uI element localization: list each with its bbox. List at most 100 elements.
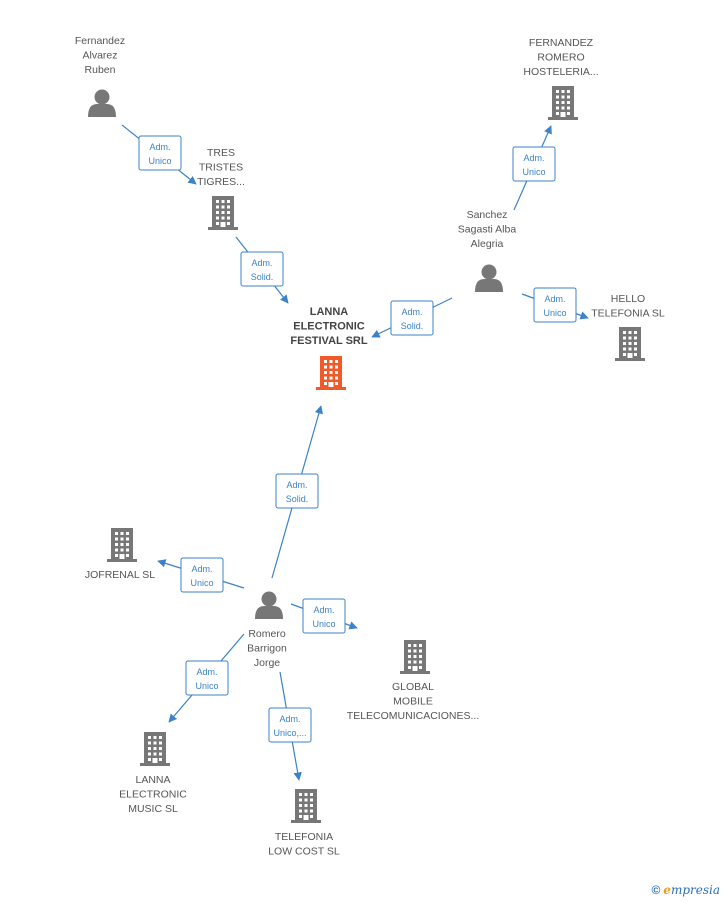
node-label: HELLO TELEFONIA SL	[591, 293, 665, 320]
relation-badge[interactable]: Adm. Unico,...	[268, 707, 312, 743]
relation-label: Adm. Unico	[543, 294, 566, 318]
node-label-line: TRISTES	[199, 162, 243, 174]
node-label-line: Sagasti Alba	[458, 224, 517, 236]
node-lanna-festival[interactable]: LANNA ELECTRONIC FESTIVAL SRL	[290, 306, 368, 390]
node-label-line: FERNANDEZ	[529, 37, 594, 49]
relation-label-line: Unico,...	[273, 728, 306, 738]
relation-label-line: Adm.	[401, 307, 422, 317]
person-icon	[255, 591, 283, 619]
relation-label: Adm. Solid.	[286, 480, 309, 504]
person-icon	[88, 89, 116, 117]
node-label: LANNA ELECTRONIC MUSIC SL	[119, 774, 187, 815]
relation-label-line: Solid.	[286, 494, 309, 504]
relation-label-line: Unico	[190, 578, 213, 588]
relation-label-line: Adm.	[196, 667, 217, 677]
building-icon	[208, 196, 238, 230]
node-label-line: JOFRENAL SL	[85, 569, 155, 581]
node-label-line: Sanchez	[467, 209, 508, 221]
relation-label-line: Adm.	[251, 258, 272, 268]
relation-badge[interactable]: Adm. Solid.	[240, 251, 284, 287]
node-label-line: TELECOMUNICACIONES...	[347, 710, 479, 722]
node-label-line: Alvarez	[82, 50, 117, 62]
node-label-line: ROMERO	[537, 52, 584, 64]
relation-label: Adm. Unico	[148, 142, 171, 166]
node-hello[interactable]: HELLO TELEFONIA SL	[591, 293, 665, 361]
building-icon	[140, 732, 170, 766]
building-icon	[107, 528, 137, 562]
relation-badge[interactable]: Adm. Solid.	[275, 473, 319, 509]
relation-label-line: Unico	[148, 156, 171, 166]
node-label-line: Ruben	[85, 64, 116, 76]
copyright-symbol: ©	[651, 883, 661, 897]
relation-label-line: Adm.	[313, 605, 334, 615]
relation-label-line: Unico	[312, 619, 335, 629]
building-icon	[291, 789, 321, 823]
relation-badge[interactable]: Adm. Unico	[180, 557, 224, 593]
node-label-line: ELECTRONIC	[293, 321, 365, 333]
relation-label-line: Adm.	[149, 142, 170, 152]
node-label-line: LOW COST SL	[268, 846, 340, 858]
node-label: JOFRENAL SL	[85, 569, 155, 581]
node-label-line: MOBILE	[393, 696, 433, 708]
brand-logo: ©empresia	[651, 883, 720, 897]
node-label-line: TIGRES...	[197, 176, 245, 188]
building-icon	[400, 640, 430, 674]
node-label: TELEFONIA LOW COST SL	[268, 831, 340, 858]
node-label-line: Alegria	[471, 238, 504, 250]
node-label-line: Fernandez	[75, 35, 125, 47]
relation-label: Adm. Unico	[312, 605, 335, 629]
relation-label: Adm. Unico,...	[273, 714, 306, 738]
node-label-line: FESTIVAL SRL	[290, 335, 367, 347]
relation-label-line: Unico	[522, 167, 545, 177]
relations-layer: Adm.UnicoAdm.Solid.Adm.UnicoAdm.Solid.Ad…	[138, 135, 577, 743]
relation-label-line: Unico	[543, 308, 566, 318]
relation-label: Adm. Unico	[190, 564, 213, 588]
node-telefonia-low[interactable]: TELEFONIA LOW COST SL	[268, 789, 340, 858]
relation-badge[interactable]: Adm.Unico	[512, 146, 556, 182]
main-building-icon	[316, 356, 346, 390]
node-label-line: LANNA	[135, 774, 170, 786]
node-label-line: MUSIC SL	[128, 803, 178, 815]
relation-badge[interactable]: Adm. Unico	[138, 135, 182, 171]
node-label-line: ELECTRONIC	[119, 789, 187, 801]
relation-label-line: Adm.	[544, 294, 565, 304]
brand-name: empresia	[663, 883, 720, 897]
relation-label-line: Solid.	[251, 272, 274, 282]
relation-label: Adm. Solid.	[251, 258, 274, 282]
relation-badge[interactable]: Adm.Unico	[185, 660, 229, 696]
node-jofrenal[interactable]: JOFRENAL SL	[85, 528, 155, 581]
node-label: LANNA ELECTRONIC FESTIVAL SRL	[290, 306, 367, 347]
relation-label-line: Adm.	[279, 714, 300, 724]
relation-badge[interactable]: Adm. Unico	[533, 287, 577, 323]
node-label-line: Jorge	[254, 657, 280, 669]
relation-label-line: Adm.	[191, 564, 212, 574]
building-icon	[615, 327, 645, 361]
relation-badge[interactable]: Adm. Solid.	[390, 300, 434, 336]
node-label-line: LANNA	[310, 306, 349, 318]
node-label-line: HELLO	[611, 293, 645, 305]
node-lanna-music[interactable]: LANNA ELECTRONIC MUSIC SL	[119, 732, 187, 815]
building-icon	[548, 86, 578, 120]
person-icon	[475, 264, 503, 292]
relation-label-line: Solid.	[401, 321, 424, 331]
node-label-line: Romero	[248, 628, 286, 640]
relation-label: Adm.Unico	[195, 667, 218, 691]
node-label-line: TELEFONIA SL	[591, 308, 665, 320]
node-label-line: TELEFONIA	[275, 831, 333, 843]
relation-badge[interactable]: Adm. Unico	[302, 598, 346, 634]
relation-label-line: Adm.	[286, 480, 307, 490]
